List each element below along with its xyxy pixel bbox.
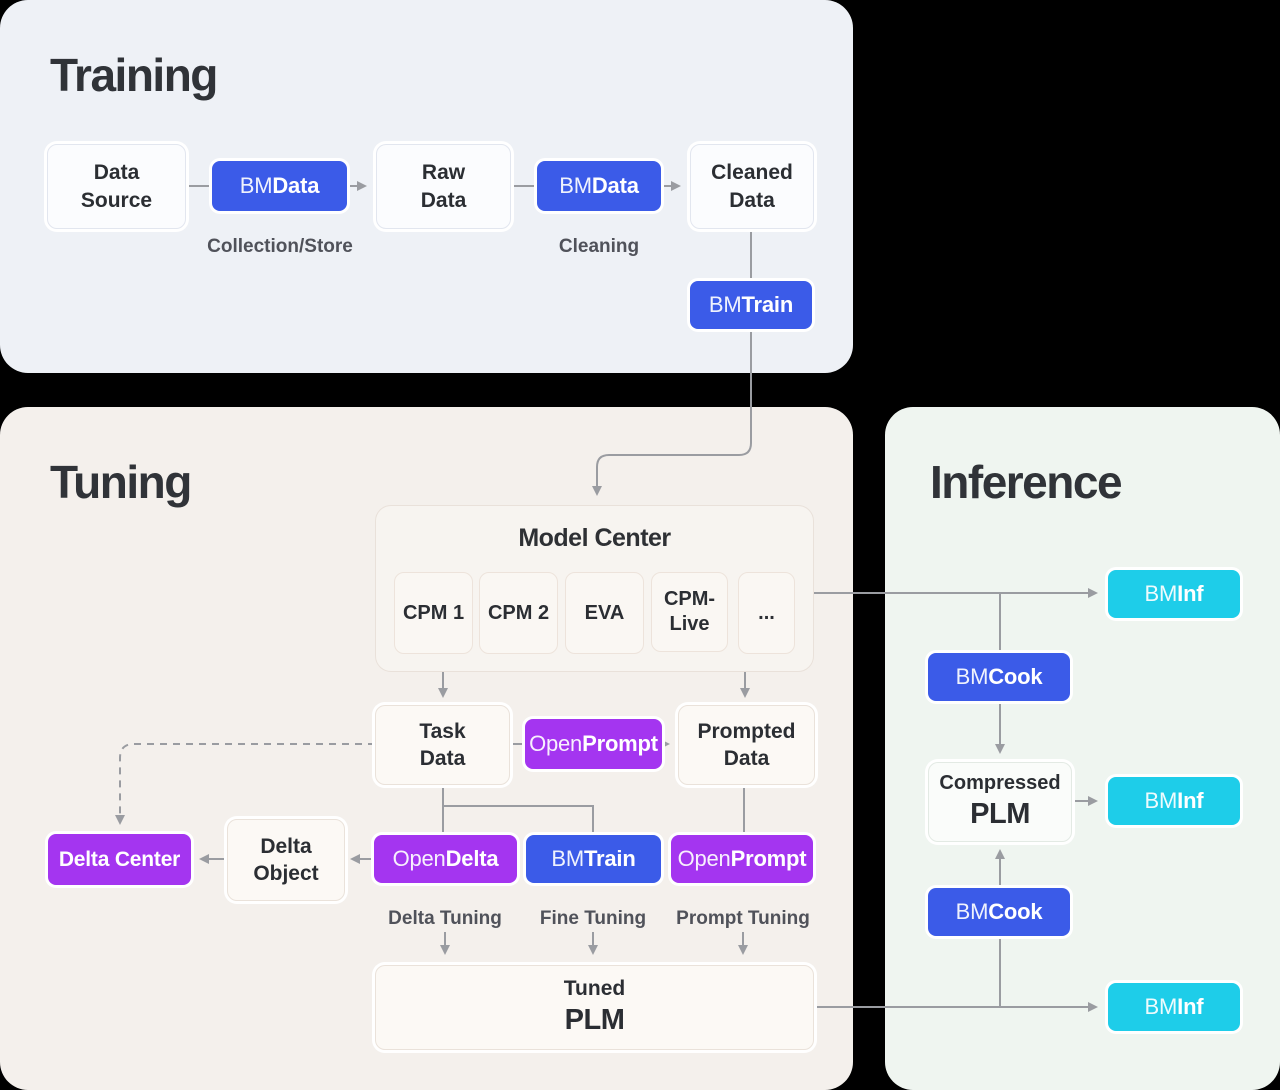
label-cleaning: Cleaning <box>558 236 640 257</box>
bminf-bottom-name: Inf <box>1177 994 1204 1019</box>
node-task-data-line1: Task <box>419 719 466 743</box>
bmdata-clean-name: Data <box>591 173 639 198</box>
node-delta-object-line1: Delta <box>260 834 312 858</box>
bmtrain-tuning-prefix: BM <box>551 846 585 871</box>
bminf-top-name: Inf <box>1177 581 1204 606</box>
bminf-mid-name: Inf <box>1177 788 1204 813</box>
tuning-title: Tuning <box>50 456 192 508</box>
bmdata-clean-prefix: BM <box>559 173 592 198</box>
node-compressed-plm: Compressed PLM <box>928 762 1072 842</box>
training-title: Training <box>50 49 218 101</box>
node-cpm2: CPM 2 <box>479 572 558 654</box>
label-prompt-tuning: Prompt Tuning <box>676 908 810 929</box>
label-collection-store: Collection/Store <box>207 236 353 257</box>
node-task-data-line2: Data <box>419 747 466 770</box>
openprompt-data-prefix: Open <box>529 731 583 756</box>
bminf-bottom-prefix: BM <box>1144 994 1178 1019</box>
node-delta-object: Delta Object <box>227 819 345 901</box>
node-task-data: Task Data <box>375 705 510 785</box>
openprompt-tuning-name: Prompt <box>730 846 807 871</box>
node-cleaned-data: Cleaned Data <box>690 144 814 229</box>
node-eva: EVA <box>565 572 644 654</box>
bmcook-bottom-prefix: BM <box>955 899 989 924</box>
node-raw-data: Raw Data <box>376 144 511 229</box>
node-cleaned-data-line2: Data <box>729 188 775 212</box>
node-delta-object-line2: Object <box>253 862 319 885</box>
bmcook-top-name: Cook <box>988 664 1043 689</box>
model-center-title: Model Center <box>518 524 671 552</box>
inference-title: Inference <box>930 456 1123 508</box>
bminf-mid-prefix: BM <box>1144 788 1178 813</box>
bmcook-top-prefix: BM <box>955 664 989 689</box>
label-fine-tuning: Fine Tuning <box>539 908 647 929</box>
openprompt-tuning-prefix: Open <box>677 846 731 871</box>
opendelta-name: Delta <box>445 846 499 871</box>
node-cleaned-data-line1: Cleaned <box>711 161 793 185</box>
node-raw-data-line1: Raw <box>421 161 466 185</box>
node-compressed-plm-line1: Compressed <box>939 772 1061 795</box>
bminf-top-prefix: BM <box>1144 581 1178 606</box>
node-data-source-line1: Data <box>93 161 140 185</box>
label-delta-tuning: Delta Tuning <box>388 908 502 929</box>
bmdata-collect-prefix: BM <box>239 173 273 198</box>
bmtrain-training-name: Train <box>741 292 794 317</box>
node-data-source: Data Source <box>47 144 186 229</box>
node-model-center: Model Center CPM 1 CPM 2 EVA CPM-Live ..… <box>375 505 814 672</box>
node-prompted-data-line1: Prompted <box>697 719 796 743</box>
delta-center-label: Delta Center <box>58 847 181 871</box>
section-inference <box>885 407 1280 1090</box>
node-data-source-line2: Source <box>80 188 153 212</box>
bmcook-bottom-name: Cook <box>988 899 1043 924</box>
bmtrain-training-prefix: BM <box>708 292 742 317</box>
bmtrain-tuning-name: Train <box>584 846 636 871</box>
openprompt-data-name: Prompt <box>582 731 658 756</box>
opendelta-prefix: Open <box>392 846 446 871</box>
node-delta-center: Delta Center <box>48 834 191 885</box>
node-compressed-plm-line2: PLM <box>970 798 1030 831</box>
node-cpm1: CPM 1 <box>394 572 473 654</box>
node-cpm-live: CPM-Live <box>651 572 728 652</box>
node-tuned-plm-line1: Tuned <box>563 977 626 1000</box>
node-prompted-data-line2: Data <box>723 747 770 770</box>
node-tuned-plm-line2: PLM <box>564 1004 625 1037</box>
node-tuned-plm: Tuned PLM <box>375 965 814 1050</box>
node-more-models: ... <box>738 572 795 654</box>
node-prompted-data: Prompted Data <box>678 705 815 785</box>
node-raw-data-line2: Data <box>420 188 467 212</box>
bmdata-collect-name: Data <box>272 173 320 198</box>
